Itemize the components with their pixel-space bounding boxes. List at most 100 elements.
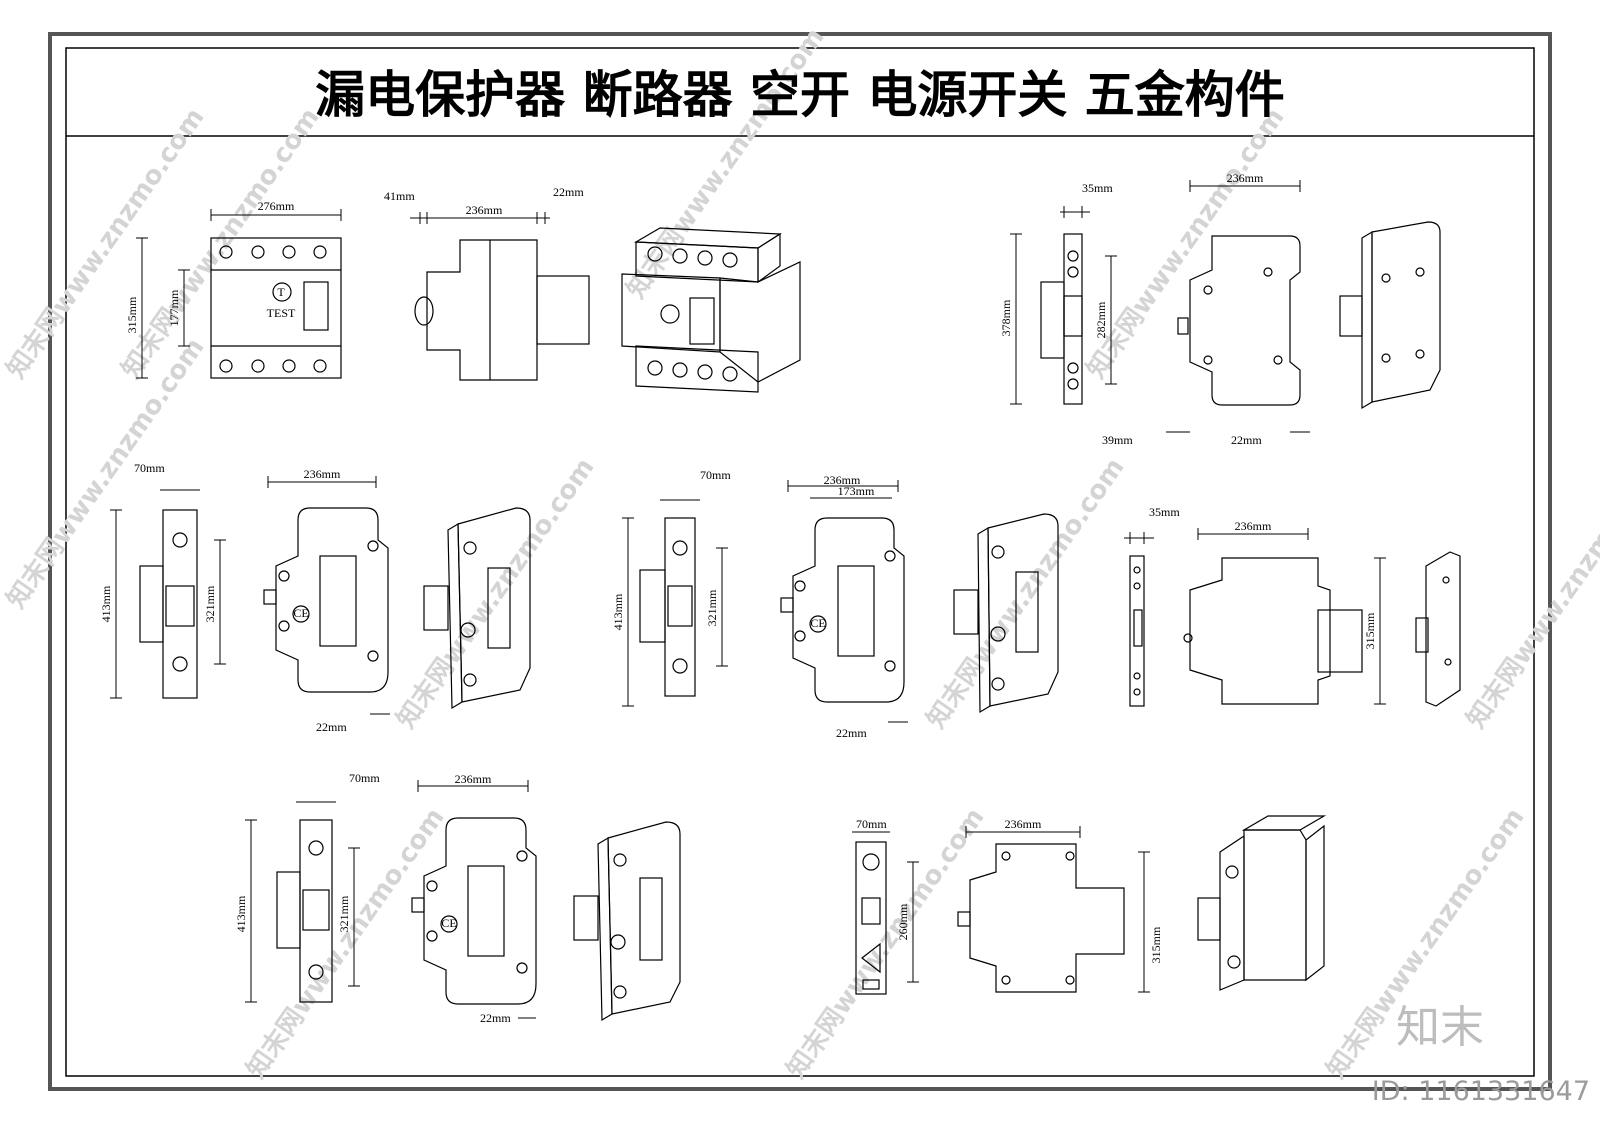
terminal-screw <box>172 656 188 672</box>
mcb-side-body <box>275 507 389 693</box>
fixing-hole <box>794 630 806 642</box>
rcd-front-body <box>210 237 342 379</box>
dimension-label: 413mm <box>99 585 113 622</box>
terminal-screw <box>672 540 688 556</box>
mcb-3d-front <box>447 522 463 710</box>
fixing-hole <box>1381 353 1391 363</box>
fixing-hole <box>1065 975 1075 985</box>
dimension-lines <box>1124 532 1154 544</box>
mcb-front-body <box>162 509 198 699</box>
mcb-front-body <box>664 517 696 697</box>
label-window <box>639 877 663 961</box>
terminal-screw <box>1067 378 1079 390</box>
test-label: TEST <box>267 306 296 320</box>
dimension-label: 413mm <box>611 593 625 630</box>
fixing-hole <box>278 570 290 582</box>
ce-mark <box>292 605 310 623</box>
watermark-text: 知末网www.znzmo.com <box>921 453 1130 734</box>
switch-front-body <box>855 841 887 995</box>
dimension-label: 378mm <box>999 299 1013 336</box>
module-toggle <box>1339 295 1363 337</box>
dimension-lines <box>1166 180 1310 433</box>
module-toggle <box>1063 295 1083 337</box>
terminal-screw <box>308 840 324 856</box>
terminal-screw <box>647 246 663 262</box>
fixing-hole <box>1415 349 1425 359</box>
dimension-lines <box>787 480 908 723</box>
fixing-hole <box>1442 576 1450 584</box>
dimension-label: 236mm <box>304 467 341 481</box>
terminal-screw <box>672 248 688 264</box>
dimension-label: 236mm <box>466 203 503 217</box>
dimension-lines <box>410 212 550 224</box>
watermark-text: 知末网www.znzmo.com <box>1 333 210 614</box>
fixing-hole <box>1273 355 1283 365</box>
terminal-screw <box>251 359 265 373</box>
terminal-screw <box>282 245 296 259</box>
module-side-view <box>1177 235 1301 406</box>
dimension-label: 321mm <box>203 585 217 622</box>
dimension-label: 236mm <box>824 473 861 487</box>
terminal-screw <box>862 853 880 871</box>
mcb-a-front-view <box>139 509 198 699</box>
terminal-screw <box>1133 582 1141 590</box>
fixing-hole <box>1183 633 1193 643</box>
side-knob <box>414 296 434 326</box>
mcb-b-3d-view <box>953 513 1059 714</box>
mcb-toggle <box>953 589 979 635</box>
module-3d-side <box>1371 221 1441 403</box>
dimension-label: 41mm <box>384 189 415 203</box>
mcb-3d-side <box>457 507 531 703</box>
terminal-screw <box>313 245 327 259</box>
mcb-front-window <box>139 565 164 643</box>
terminal-screw <box>1067 266 1079 278</box>
mcb-d-front-view <box>276 819 333 1003</box>
dimension-lines <box>852 831 919 983</box>
terminal-screw <box>697 364 713 380</box>
dimension-label: 315mm <box>1149 926 1163 963</box>
dimension-label: 22mm <box>316 720 347 734</box>
switch-side-body <box>969 843 1125 993</box>
rcd-toggle <box>689 297 715 345</box>
fixing-hole <box>463 673 477 687</box>
fixing-hole <box>1065 851 1075 861</box>
ce-mark <box>440 915 458 933</box>
clip-tab <box>1177 317 1189 335</box>
terminal-screw <box>219 245 233 259</box>
terminal-screw <box>1133 688 1141 696</box>
rcd-side-body <box>426 239 538 381</box>
ce-label: CE <box>441 916 456 930</box>
aux-toggle <box>1133 609 1143 647</box>
switch-3d-front <box>1219 834 1245 991</box>
fixing-hole <box>1001 851 1011 861</box>
dimension-label: 236mm <box>1227 171 1264 185</box>
terminal-screw <box>172 532 188 548</box>
dimension-label: 177mm <box>167 289 181 326</box>
dimension-label: 22mm <box>1231 433 1262 447</box>
fixing-hole <box>1415 267 1425 277</box>
fixing-hole <box>1227 955 1241 969</box>
mcb-d-3d-view <box>573 821 681 1022</box>
dimension-label: 282mm <box>1094 301 1108 338</box>
bottom-slot <box>862 979 880 990</box>
ce-label: CE <box>293 606 308 620</box>
switch-e-3d-view <box>1197 815 1327 991</box>
label-window <box>487 567 511 649</box>
dimension-lines <box>965 826 1150 993</box>
dimension-label: 70mm <box>700 468 731 482</box>
terminal-screw <box>219 359 233 373</box>
terminal-screw <box>1133 566 1141 574</box>
fixing-hole <box>516 962 528 974</box>
test-button <box>660 304 680 324</box>
fixing-hole <box>367 650 379 662</box>
fixing-hole <box>1203 355 1213 365</box>
dimension-label: 413mm <box>234 895 248 932</box>
mcb-3d-side <box>987 513 1059 707</box>
watermark-text: 知末网www.znzmo.com <box>1461 453 1600 734</box>
fixing-hole <box>463 541 477 555</box>
switch-3d-side <box>1243 829 1307 981</box>
aux-side-view <box>1183 557 1363 705</box>
fixing-hole <box>1263 267 1273 277</box>
clip-tab <box>957 911 971 927</box>
terminal-screw <box>722 366 738 382</box>
